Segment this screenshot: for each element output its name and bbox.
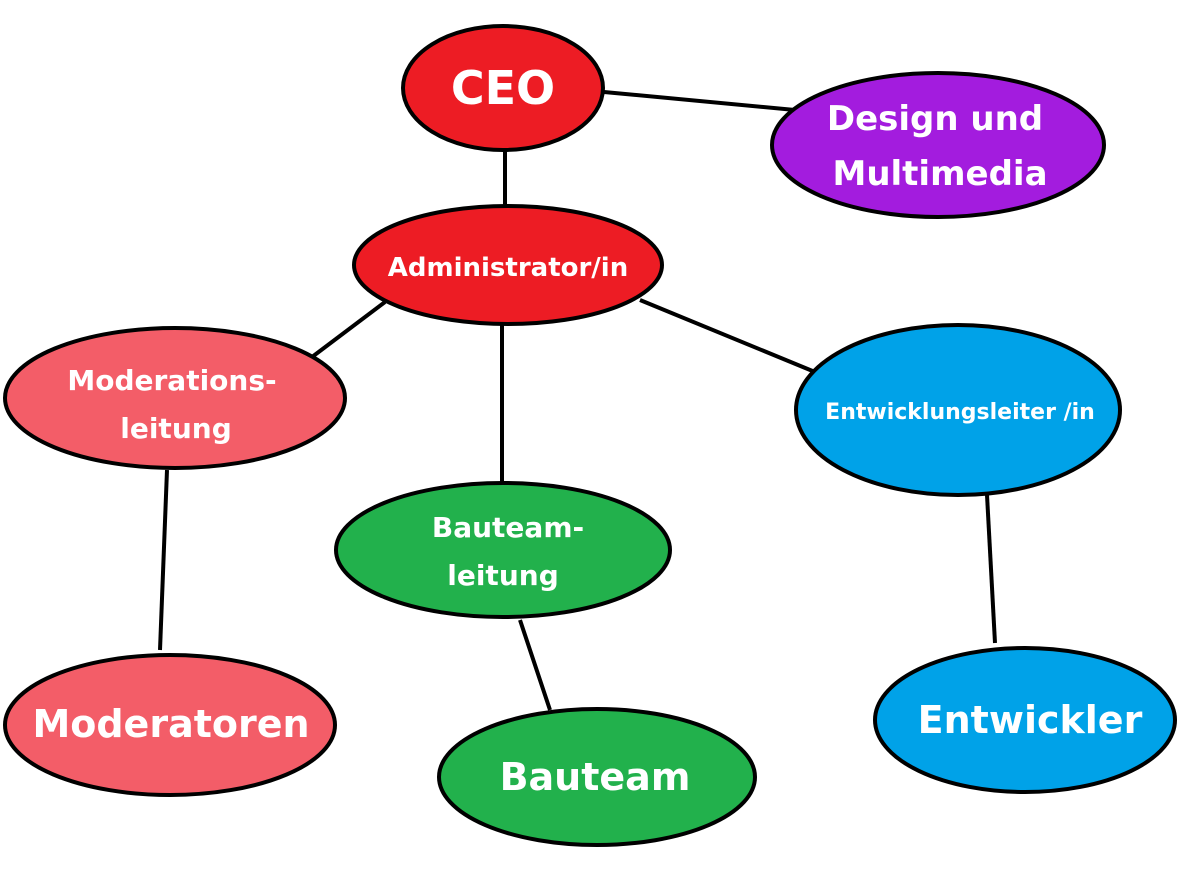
node-devlead-label: Entwicklungsleiter /in bbox=[825, 400, 1095, 425]
node-build: Bauteam bbox=[437, 707, 757, 847]
node-build-label: Bauteam bbox=[500, 755, 691, 799]
node-design-shape bbox=[770, 71, 1106, 219]
node-devlead-shape bbox=[794, 323, 1122, 497]
node-modlead: Moderations-leitung bbox=[3, 326, 347, 470]
node-buildlead-shape bbox=[334, 481, 672, 619]
node-dev-shape bbox=[873, 646, 1177, 794]
node-dev: Entwickler bbox=[873, 646, 1177, 794]
node-admin-label: Administrator/in bbox=[388, 253, 628, 283]
node-admin-shape bbox=[352, 204, 664, 326]
edge-admin-modlead bbox=[310, 300, 387, 359]
node-buildlead: Bauteam-leitung bbox=[334, 481, 672, 619]
node-admin: Administrator/in bbox=[352, 204, 664, 326]
node-dev-label: Entwickler bbox=[918, 698, 1143, 742]
connectors bbox=[158, 90, 997, 711]
edge-ceo-design bbox=[603, 90, 796, 112]
edge-devlead-dev bbox=[985, 494, 997, 644]
node-buildlead-label: Bauteam-leitung bbox=[432, 511, 584, 592]
node-mods-label: Moderatoren bbox=[32, 702, 309, 746]
node-mods: Moderatoren bbox=[3, 653, 337, 797]
node-build-shape bbox=[437, 707, 757, 847]
node-modlead-shape bbox=[3, 326, 347, 470]
node-ceo-shape bbox=[401, 24, 605, 152]
edge-admin-devlead bbox=[639, 298, 816, 374]
node-ceo: CEO bbox=[401, 24, 605, 152]
edge-buildlead-build bbox=[518, 619, 552, 711]
edge-modlead-mods bbox=[158, 469, 169, 651]
node-ceo-label: CEO bbox=[451, 61, 555, 115]
node-modlead-label: Moderations-leitung bbox=[67, 364, 276, 445]
node-devlead: Entwicklungsleiter /in bbox=[794, 323, 1122, 497]
node-mods-shape bbox=[3, 653, 337, 797]
